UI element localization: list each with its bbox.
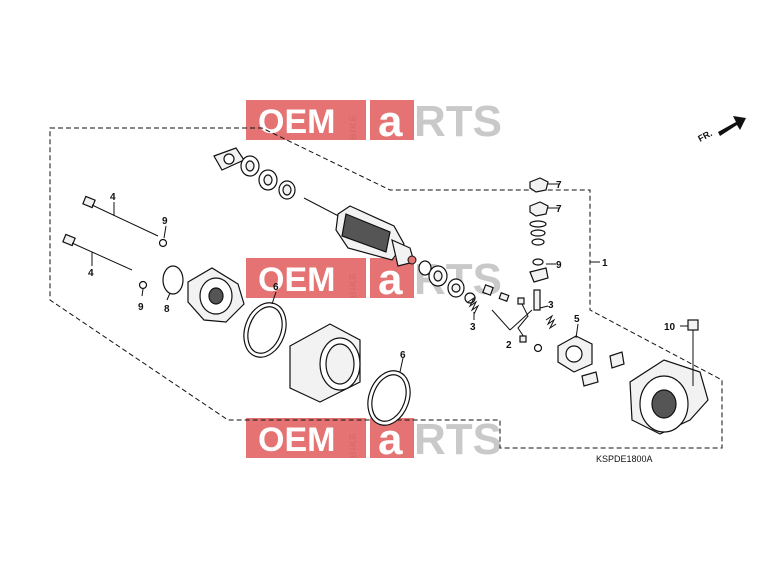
callout-7-lower: 7 [556, 204, 562, 215]
callout-6-front: 6 [273, 282, 279, 293]
o-ring-6-front [243, 302, 287, 358]
long-bolt-upper [82, 195, 159, 237]
brush-holder-plate [213, 147, 245, 171]
assembly-boundary [49, 127, 723, 449]
brush-spring-3-left [467, 296, 480, 315]
terminal-nut-stack [529, 177, 549, 283]
diagram-code: KSPDE1800A [596, 454, 653, 464]
front-arrow-icon [718, 116, 746, 136]
washer-9-lower [138, 280, 148, 290]
watermark-top: OEM BIKE a P RTS [246, 97, 502, 146]
callout-1: 1 [602, 258, 608, 269]
callout-9-upper-left: 9 [162, 216, 168, 227]
watermark-p-text: P [372, 97, 401, 146]
callout-8: 8 [164, 304, 170, 315]
armature [303, 197, 417, 267]
watermark-rts-text: RTS [414, 415, 502, 464]
watermark-bike-text: BIKE [348, 114, 358, 140]
watermark-oem-text: OEM [258, 103, 335, 141]
washer-9-upper [158, 238, 168, 248]
callout-3-left: 3 [470, 322, 476, 333]
callout-5: 5 [574, 314, 580, 325]
front-direction-indicator: FR. [696, 116, 746, 144]
watermark-oem-text: OEM [258, 421, 335, 459]
leader-lines [91, 183, 688, 373]
callout-9-lower-left: 9 [138, 302, 144, 313]
washer-set-top [240, 155, 296, 200]
brush-assembly [482, 284, 543, 353]
motor-yoke [289, 323, 361, 403]
watermark-bottom: OEM BIKE a RTS [246, 415, 502, 464]
watermark-rts-text: RTS [414, 97, 502, 146]
mounting-bolt-10 [687, 319, 699, 386]
o-ring-8 [162, 265, 184, 295]
callout-10: 10 [664, 322, 676, 333]
front-label: FR. [696, 128, 713, 144]
o-ring-6-rear [367, 370, 411, 426]
callout-4-lower: 4 [88, 268, 94, 279]
callout-4-upper: 4 [110, 192, 116, 203]
watermark-oem-text: OEM [258, 261, 335, 299]
front-cover [187, 267, 245, 323]
long-bolt-lower [62, 233, 133, 271]
callout-9-right: 9 [556, 260, 562, 271]
watermark-middle: OEM BIKE a RTS [246, 255, 502, 304]
callout-7-upper: 7 [556, 180, 562, 191]
watermark-a-text: a [378, 97, 403, 146]
brush-holder-5 [557, 335, 593, 373]
watermark-bike-text: BIKE [348, 432, 358, 458]
insulator-small-left [581, 371, 599, 387]
rear-end-cover [629, 359, 709, 435]
callout-3-right: 3 [548, 300, 554, 311]
washer-set-armature [418, 260, 476, 304]
terminal-bolt [533, 289, 541, 311]
brush-spring-3-right [545, 314, 557, 330]
insulator-small-right [609, 351, 625, 369]
callout-6-rear: 6 [400, 350, 406, 361]
callout-2: 2 [506, 340, 512, 351]
watermark-bike-text: BIKE [348, 272, 358, 298]
